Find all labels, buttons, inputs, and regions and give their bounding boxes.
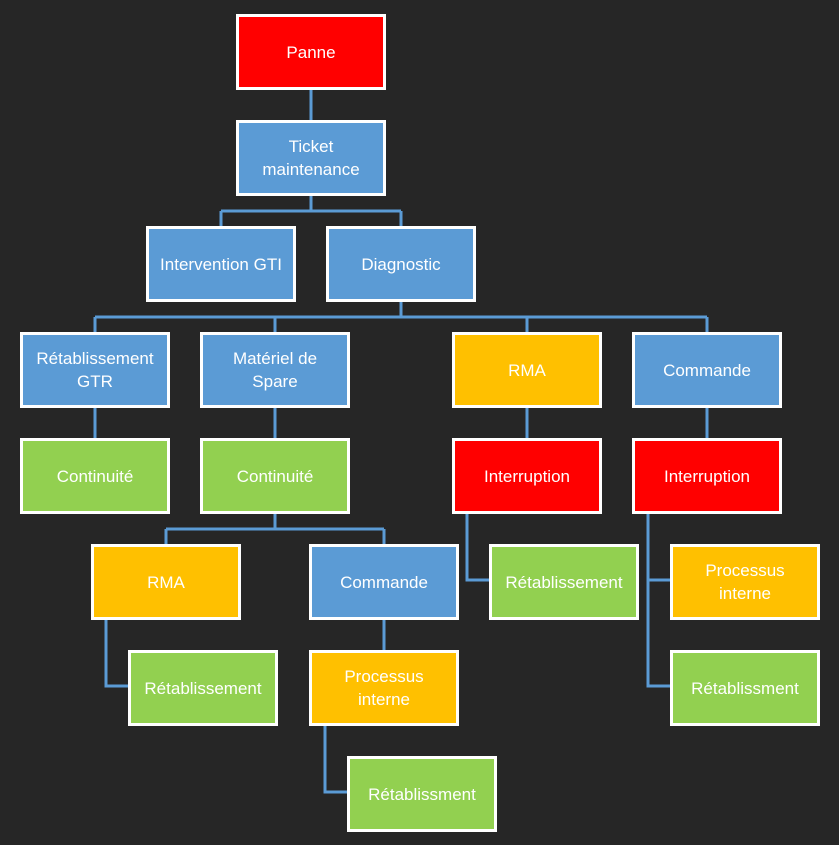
connector-processus-retablissment	[323, 726, 347, 794]
node-continuite-gtr: Continuité	[20, 438, 170, 514]
connector-ticket-children	[219, 196, 403, 226]
node-retablissment-spare: Rétablissment	[347, 756, 497, 832]
node-interruption-rma: Interruption	[452, 438, 602, 514]
node-diagnostic: Diagnostic	[326, 226, 476, 302]
connector-interruption1-retablissement	[465, 514, 489, 582]
connector-diagnostic-children	[93, 302, 709, 332]
node-processus-interne-commande: Processus interne	[670, 544, 820, 620]
node-retablissement-gtr: Rétablissement GTR	[20, 332, 170, 408]
node-ticket-maintenance: Ticket maintenance	[236, 120, 386, 196]
connector-continuite-children	[164, 514, 386, 544]
connector-rma2-retablissement	[104, 620, 128, 688]
node-processus-interne-spare: Processus interne	[309, 650, 459, 726]
node-retablissment-commande: Rétablissment	[670, 650, 820, 726]
node-commande-spare: Commande	[309, 544, 459, 620]
node-interruption-commande: Interruption	[632, 438, 782, 514]
node-materiel-spare: Matériel de Spare	[200, 332, 350, 408]
connector-interruption2-children	[646, 514, 670, 688]
node-rma-spare: RMA	[91, 544, 241, 620]
node-rma: RMA	[452, 332, 602, 408]
node-intervention-gti: Intervention GTI	[146, 226, 296, 302]
node-continuite-spare: Continuité	[200, 438, 350, 514]
node-retablissement-rma: Rétablissement	[489, 544, 639, 620]
node-retablissement-rma-spare: Rétablissement	[128, 650, 278, 726]
node-commande: Commande	[632, 332, 782, 408]
node-panne: Panne	[236, 14, 386, 90]
